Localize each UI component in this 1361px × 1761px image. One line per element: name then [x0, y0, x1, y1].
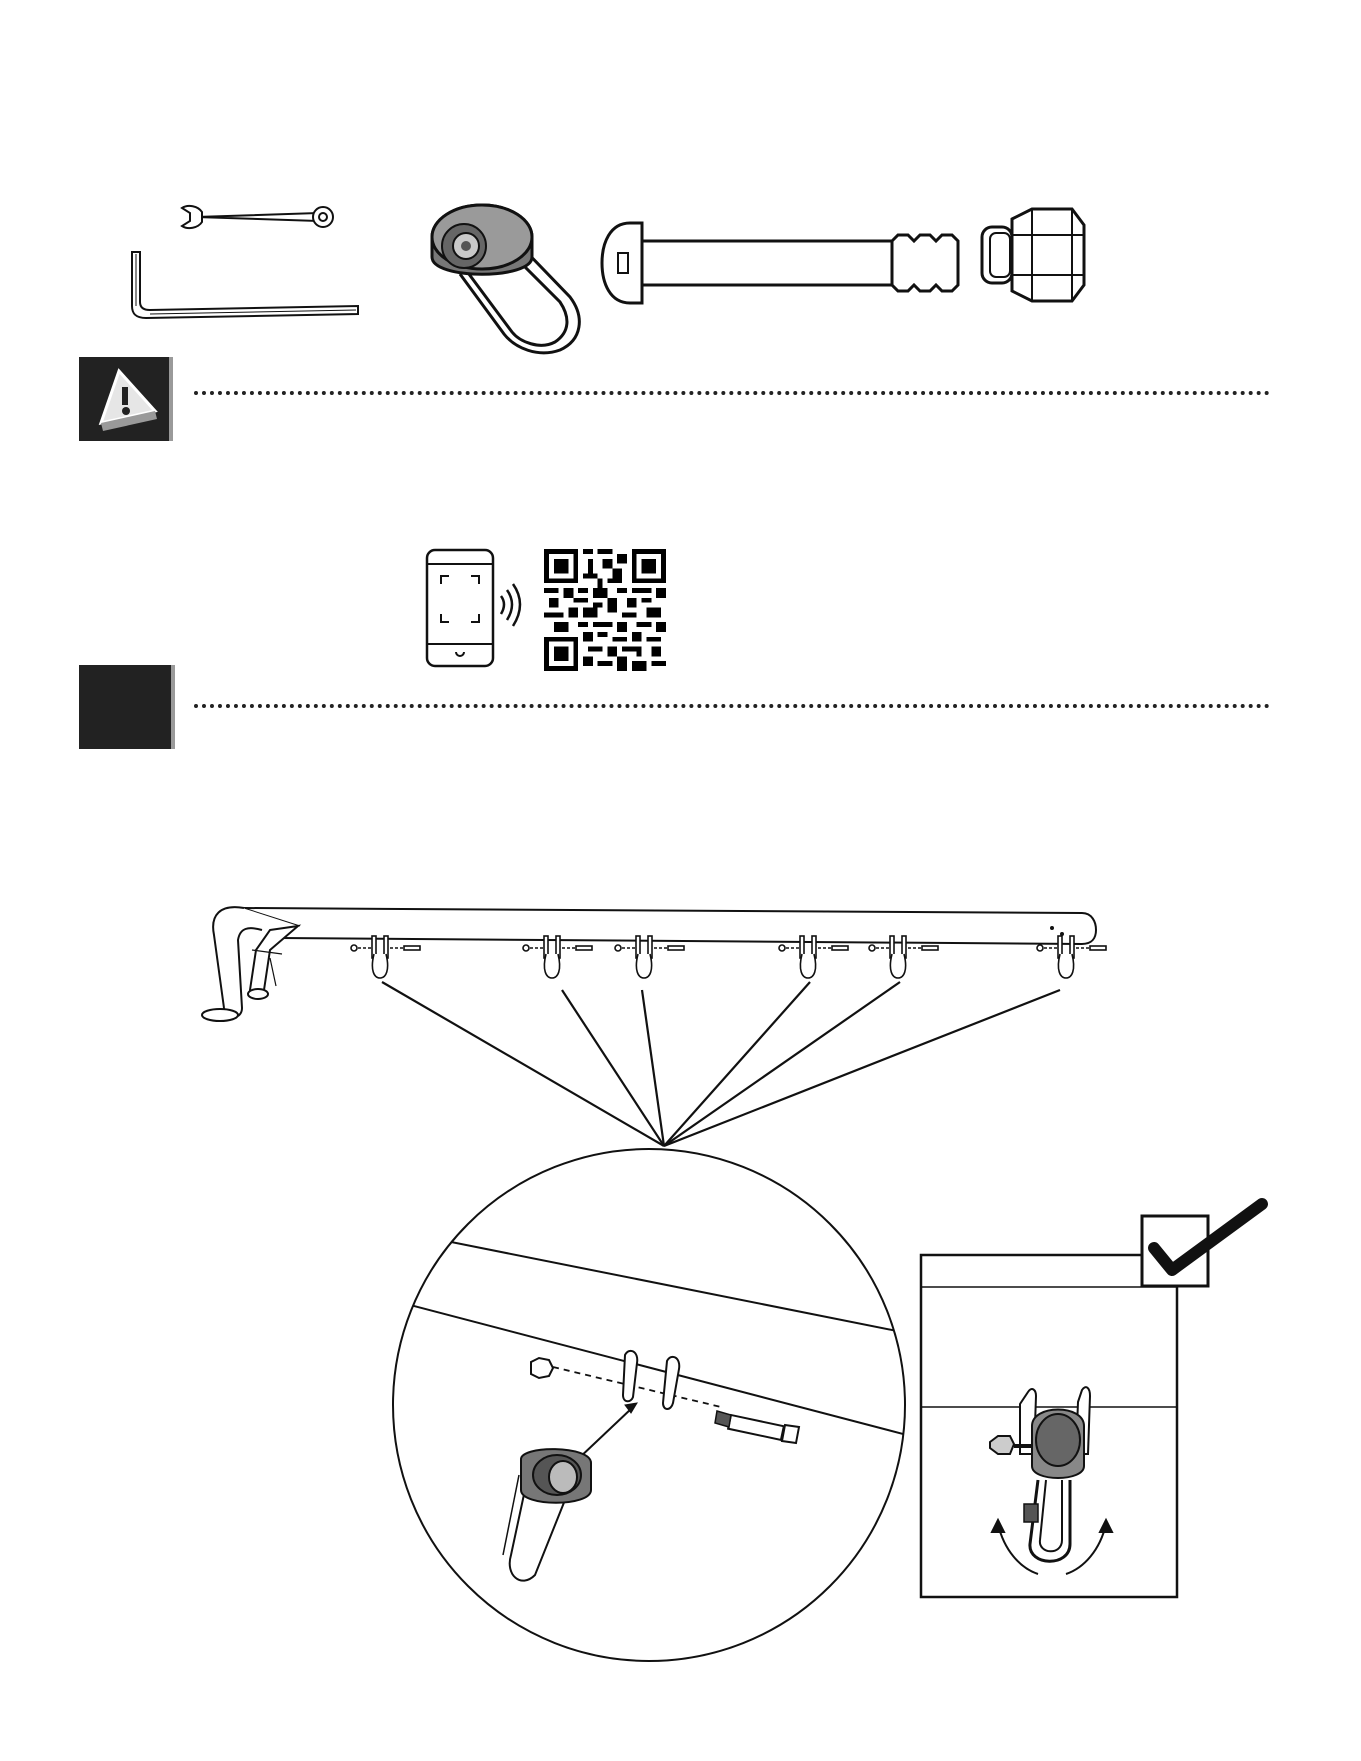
- detail-circle: [391, 1145, 907, 1665]
- correct-detail-box: [920, 1254, 1180, 1600]
- correct-check-icon: [1138, 1200, 1268, 1290]
